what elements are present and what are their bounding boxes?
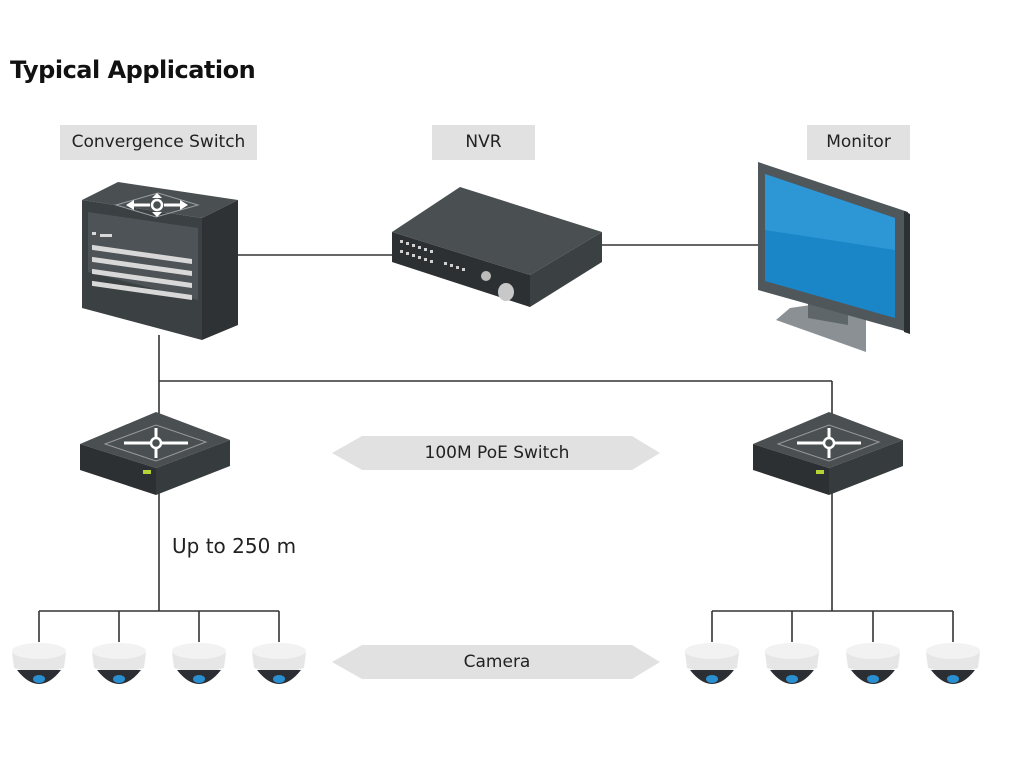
poe-switch-label: 100M PoE Switch xyxy=(424,443,570,463)
dome-camera xyxy=(92,643,146,684)
camera-lens-icon xyxy=(33,675,45,683)
poe-switch-right xyxy=(753,412,903,495)
connection-lines xyxy=(38,244,954,642)
dome-camera xyxy=(172,643,226,684)
camera-lens-icon xyxy=(706,675,718,683)
distance-note: Up to 250 m xyxy=(172,534,297,558)
camera-lens-icon xyxy=(193,675,205,683)
switch-arrows-icon xyxy=(114,192,200,218)
camera-lens-icon xyxy=(273,675,285,683)
dome-camera xyxy=(926,643,980,684)
camera-lens-icon xyxy=(947,675,959,683)
dome-camera xyxy=(765,643,819,684)
led-indicator xyxy=(816,470,824,474)
convergence-switch-device xyxy=(82,182,238,340)
convergence-switch-label: Convergence Switch xyxy=(60,125,257,160)
nvr-label: NVR xyxy=(432,125,535,160)
poe-switch-left xyxy=(80,412,230,495)
camera-lens-icon xyxy=(113,675,125,683)
dome-camera xyxy=(846,643,900,684)
monitor-label: Monitor xyxy=(807,125,910,160)
camera-lens-icon xyxy=(786,675,798,683)
dome-camera xyxy=(685,643,739,684)
dome-camera xyxy=(252,643,306,684)
monitor-device xyxy=(758,162,910,352)
camera-banner xyxy=(332,645,660,679)
nvr-device xyxy=(392,187,602,307)
camera-label: Camera xyxy=(463,652,531,672)
camera-lens-icon xyxy=(867,675,879,683)
poe-switch-banner xyxy=(332,436,660,470)
dome-camera xyxy=(12,643,66,684)
led-indicator xyxy=(143,470,151,474)
camera-group xyxy=(12,643,980,684)
page-title: Typical Application xyxy=(10,56,256,84)
